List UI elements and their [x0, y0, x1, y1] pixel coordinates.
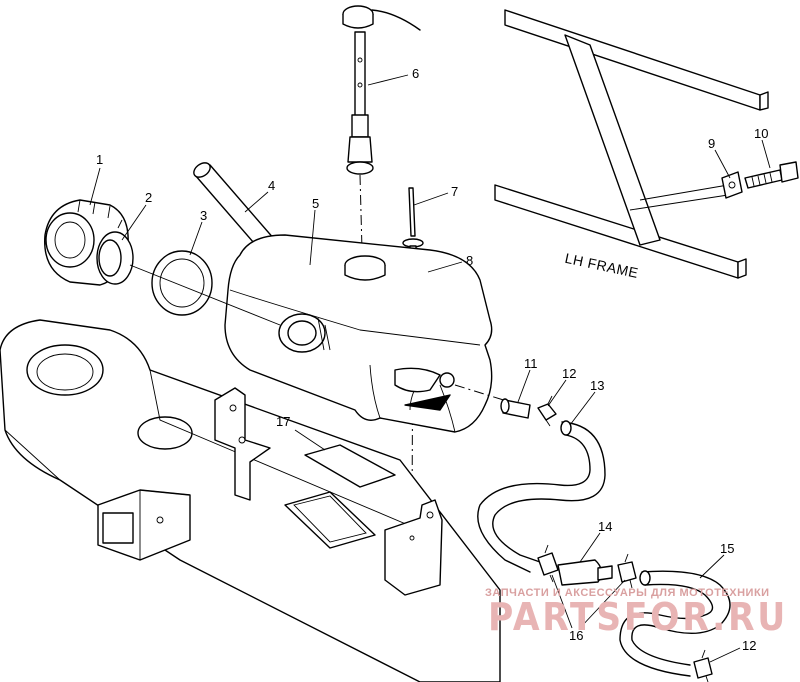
callout-9: 9 — [708, 136, 715, 151]
vent-tube — [402, 187, 424, 256]
callout-13: 13 — [590, 378, 604, 393]
callout-12: 12 — [562, 366, 576, 381]
callout-17: 17 — [276, 414, 290, 429]
hose-clamp-lower — [537, 544, 559, 583]
fuel-gauge-sender — [342, 5, 421, 175]
frame-label: LH FRAME — [563, 250, 639, 281]
callout-14: 14 — [598, 519, 612, 534]
callout-7: 7 — [451, 184, 458, 199]
callout-1: 1 — [96, 152, 103, 167]
cap-ring — [96, 231, 134, 285]
callout-11: 11 — [524, 356, 538, 371]
gasket — [151, 250, 213, 316]
bolt — [744, 161, 799, 189]
watermark-brand: PARTSFOR.RU — [488, 595, 788, 639]
fuel-hose — [619, 570, 731, 677]
callout-10: 10 — [754, 126, 768, 141]
fuel-line — [477, 420, 606, 573]
fuel-tank — [224, 234, 493, 433]
pad — [304, 444, 396, 488]
lh-frame — [494, 9, 769, 279]
callout-15: 15 — [720, 541, 734, 556]
fuel-fitting — [500, 398, 531, 419]
hose-clamp-right — [617, 553, 637, 589]
callout-2: 2 — [145, 190, 152, 205]
callout-6: 6 — [412, 66, 419, 81]
hose-clamp-end — [693, 649, 713, 682]
callout-4: 4 — [268, 178, 275, 193]
callout-5: 5 — [312, 196, 319, 211]
frame-bracket — [721, 171, 743, 199]
chassis — [0, 319, 501, 682]
fuel-filter — [557, 559, 613, 586]
callout-8: 8 — [466, 253, 473, 268]
callout-16: 16 — [569, 628, 583, 643]
leader-lines — [89, 74, 771, 663]
callout-12-lower: 12 — [742, 638, 756, 653]
callout-3: 3 — [200, 208, 207, 223]
watermark-tagline: ЗАПЧАСТИ И АКСЕССУАРЫ ДЛЯ МОТОТЕХНИКИ — [485, 587, 770, 599]
hose-clamp — [537, 395, 557, 427]
vent-hose — [193, 162, 276, 251]
